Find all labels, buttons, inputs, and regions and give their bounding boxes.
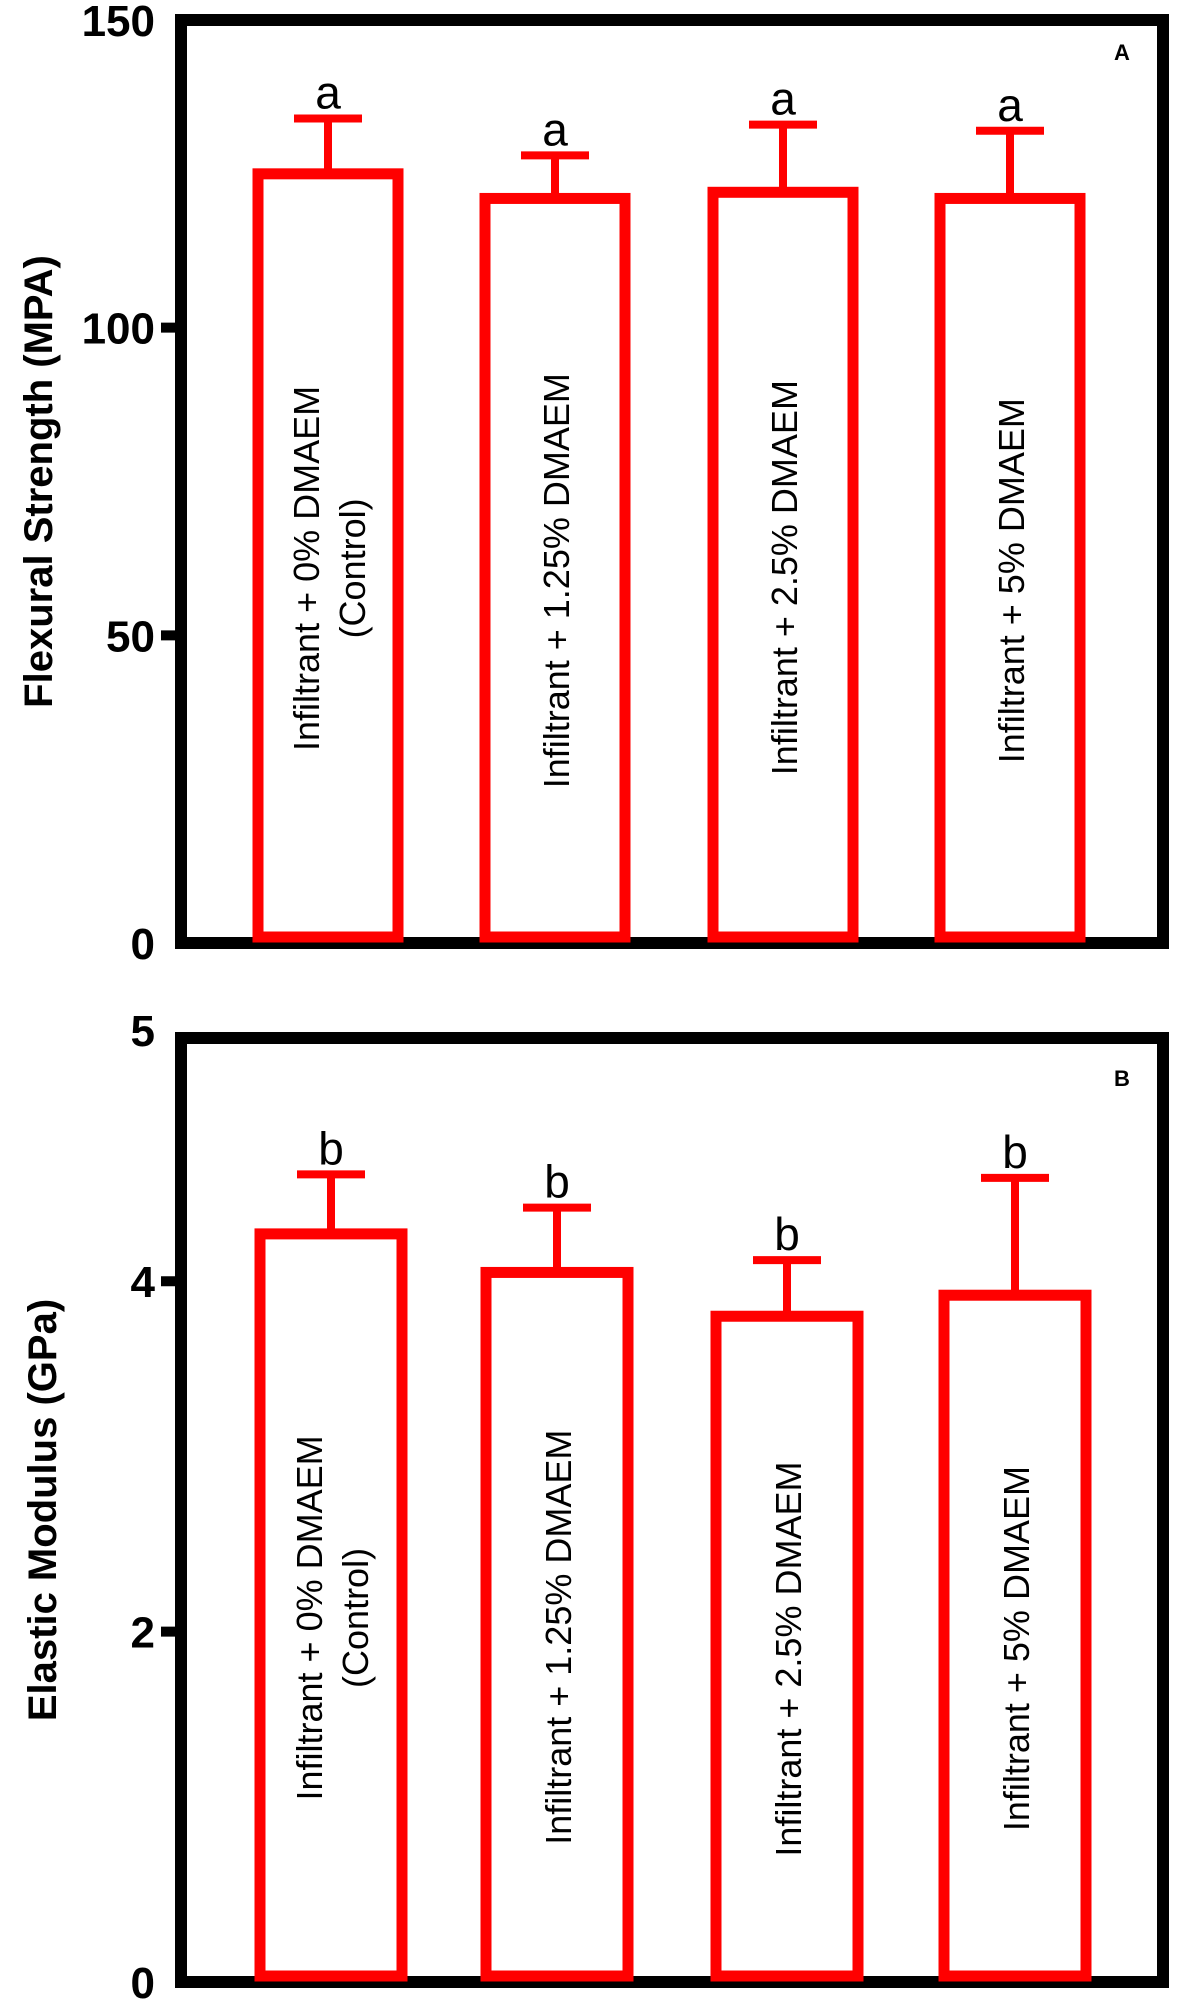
y-tick-label: 0 bbox=[131, 1959, 155, 1999]
significance-letter: b bbox=[774, 1208, 800, 1260]
significance-letter: a bbox=[770, 73, 796, 125]
y-tick-label: 5 bbox=[131, 1007, 155, 1056]
significance-letter: b bbox=[318, 1122, 344, 1174]
significance-letter: b bbox=[1002, 1126, 1028, 1178]
y-tick-label: 4 bbox=[131, 1258, 156, 1307]
panel-label: A bbox=[1114, 40, 1130, 65]
bar bbox=[254, 1228, 408, 1982]
category-label: Infiltrant + 5% DMAEM bbox=[991, 398, 1032, 763]
y-axis-title: Flexural Strength (MPA) bbox=[17, 255, 61, 708]
plot-frame bbox=[175, 1032, 1169, 1988]
y-tick-label: 0 bbox=[131, 920, 155, 969]
panel-label: B bbox=[1114, 1066, 1130, 1091]
bar bbox=[252, 168, 404, 943]
y-tick-label: 2 bbox=[131, 1609, 155, 1658]
bar bbox=[938, 1289, 1092, 1982]
significance-letter: b bbox=[544, 1156, 570, 1208]
category-label: Infiltrant + 0% DMAEM bbox=[289, 1435, 330, 1800]
category-label: Infiltrant + 5% DMAEM bbox=[996, 1466, 1037, 1831]
category-label: (Control) bbox=[332, 498, 373, 638]
bar bbox=[480, 1266, 634, 1982]
category-label: Infiltrant + 2.5% DMAEM bbox=[764, 380, 805, 775]
category-label: Infiltrant + 0% DMAEM bbox=[286, 386, 327, 751]
y-axis-title: Elastic Modulus (GPa) bbox=[21, 1299, 65, 1721]
y-tick-label: 100 bbox=[82, 305, 155, 354]
category-label: Infiltrant + 1.25% DMAEM bbox=[536, 373, 577, 788]
y-tick-label: 50 bbox=[106, 612, 155, 661]
significance-letter: a bbox=[997, 79, 1023, 131]
significance-letter: a bbox=[315, 66, 341, 118]
plot-frame bbox=[175, 14, 1169, 949]
bar bbox=[479, 192, 631, 943]
bar bbox=[707, 186, 859, 943]
bar bbox=[934, 192, 1086, 943]
category-label: Infiltrant + 2.5% DMAEM bbox=[768, 1462, 809, 1857]
bar bbox=[710, 1310, 864, 1982]
significance-letter: a bbox=[542, 103, 568, 155]
category-label: Infiltrant + 1.25% DMAEM bbox=[538, 1430, 579, 1845]
y-tick-label: 150 bbox=[82, 0, 155, 46]
category-label: (Control) bbox=[335, 1548, 376, 1688]
